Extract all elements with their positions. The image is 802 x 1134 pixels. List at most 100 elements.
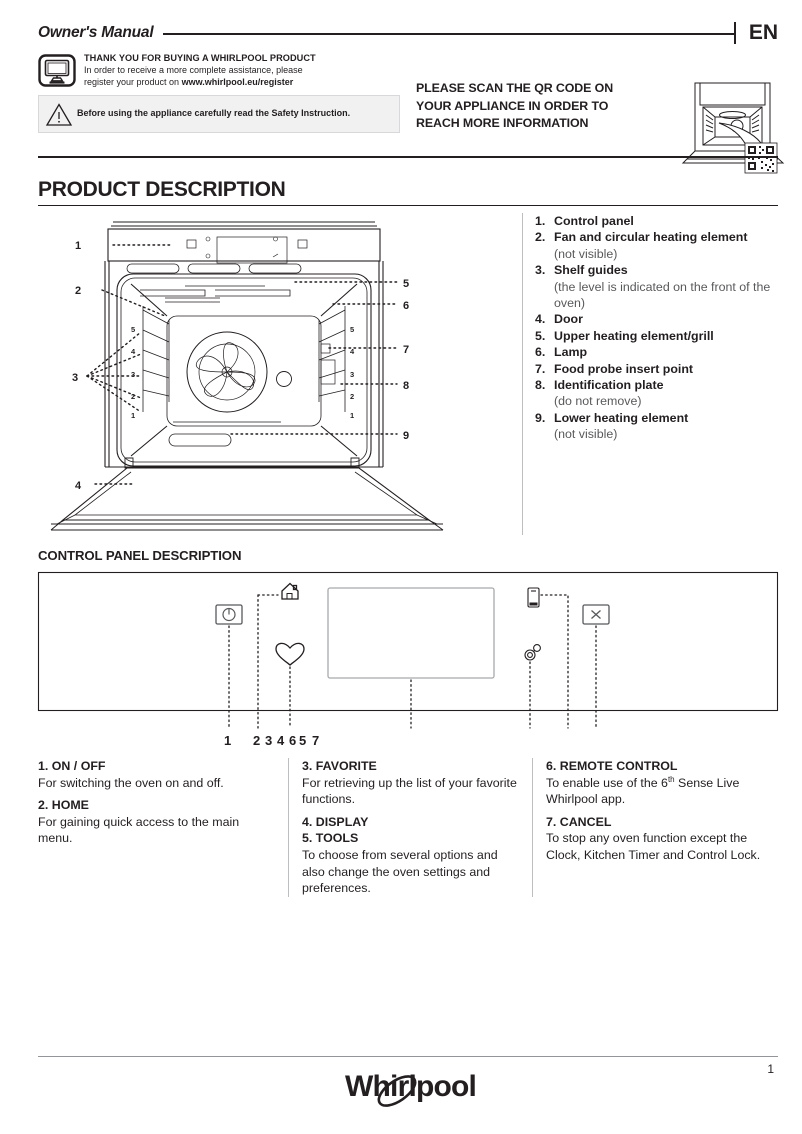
cp-callout-2: 2 [253,733,260,748]
safety-notice-box: Before using the appliance carefully rea… [38,95,400,134]
control-panel-descriptions: 1. ON / OFF For switching the oven on an… [38,758,778,897]
thank-you-text: THANK YOU FOR BUYING A WHIRLPOOL PRODUCT… [84,52,316,88]
cp-callout-7: 7 [312,733,319,748]
description-column-1: 1. ON / OFF For switching the oven on an… [38,758,288,897]
whirlpool-logo: Whirlpool [345,1066,480,1110]
part-label: Food probe insert point [554,361,694,376]
qr-instruction-line-1: PLEASE SCAN THE QR CODE ON [416,81,614,95]
desc-body-tools: To choose from several options and also … [302,847,498,896]
part-number: 7. [535,361,546,376]
cp-callout-4: 4 [277,733,285,748]
desc-body-favorite: For retrieving up the list of your favor… [302,775,517,807]
part-number: 3. [535,263,546,278]
display-screen [327,587,495,679]
control-panel-section-title: CONTROL PANEL DESCRIPTION [38,548,242,563]
shelf-level-right-1: 1 [350,411,354,420]
desc-body-cancel: To stop any oven function except the Clo… [546,831,761,862]
callout-7: 7 [403,344,409,356]
thank-you-line-1: In order to receive a more complete assi… [84,65,303,75]
desc-head-display: 4. DISPLAY [302,814,369,829]
part-sublabel: (do not remove) [554,394,642,409]
shelf-level-right-3: 3 [350,370,354,379]
register-url[interactable]: www.whirlpool.eu/register [181,76,294,87]
part-label: Lower heating element [554,410,689,425]
desc-head-cancel: 7. CANCEL [546,814,612,829]
part-label: Upper heating element/grill [554,328,714,343]
qr-instruction-text: PLEASE SCAN THE QR CODE ON YOUR APPLIANC… [416,80,656,133]
control-panel-diagram: 1 2 3 4 6 5 7 [37,571,779,748]
part-number: 8. [535,378,546,393]
page-number: 1 [767,1062,774,1076]
shelf-level-left-4: 4 [131,347,136,356]
control-panel-outline [37,571,779,712]
part-number: 5. [535,328,546,343]
shelf-level-right-4: 4 [350,347,355,356]
oven-diagram: 1 2 3 4 5 6 7 8 9 5 4 3 2 1 5 4 3 2 [45,212,505,542]
callout-3: 3 [72,372,78,384]
document-type-title: Owner's Manual [38,24,154,41]
remote-body-sup: th [667,774,675,784]
footer-divider [38,1056,778,1057]
part-number: 9. [535,410,546,425]
header-divider-tick [733,22,736,44]
desc-body-on-off: For switching the oven on and off. [38,775,224,790]
description-column-3: 6. REMOTE CONTROL To enable use of the 6… [532,758,778,897]
shelf-level-left-5: 5 [131,325,135,334]
part-label: Shelf guides [554,263,628,278]
part-label: Control panel [554,214,634,228]
callout-5: 5 [403,278,409,290]
qr-instruction-line-3: REACH MORE INFORMATION [416,116,589,130]
list-item: 6. Lamp [535,344,778,360]
part-label: Lamp [554,345,588,360]
shelf-level-right-2: 2 [350,392,354,401]
part-label: Identification plate [554,378,664,393]
header-bottom-divider [38,156,778,158]
header-top-row: Owner's Manual EN [38,22,778,44]
cp-callout-6: 6 [289,733,296,748]
part-sublabel: (the level is indicated on the front of … [554,279,771,311]
desc-body-remote-control: To enable use of the 6th Sense Live Whir… [546,775,764,808]
shelf-level-left-1: 1 [131,411,135,420]
callout-6: 6 [403,300,409,312]
safety-notice-text: Before using the appliance carefully rea… [77,108,351,119]
thank-you-block: THANK YOU FOR BUYING A WHIRLPOOL PRODUCT… [38,52,400,134]
tools-icon [524,644,541,661]
list-item: 3. Shelf guides(the level is indicated o… [535,262,778,311]
heart-icon [275,642,305,666]
part-sublabel: (not visible) [554,246,618,261]
list-item: 2. Fan and circular heating element(not … [535,229,778,262]
warning-triangle-icon [45,102,73,127]
page-title: PRODUCT DESCRIPTION [38,178,286,201]
shelf-level-left-2: 2 [131,392,135,401]
callout-1: 1 [75,240,81,252]
list-item: 5. Upper heating element/grill [535,328,778,344]
desc-head-home: 2. HOME [38,798,89,813]
desc-head-favorite: 3. FAVORITE [302,759,377,773]
thank-you-line-2: register your product on www.whirlpool.e… [84,77,316,89]
list-item: 9. Lower heating element (not visible) [535,410,778,443]
callout-4: 4 [75,480,82,492]
remote-body-pre: To enable use of the 6 [546,775,668,790]
monitor-icon [38,54,76,87]
list-item: 1. Control panel [535,213,778,229]
smartphone-icon [527,587,540,608]
list-item: 4. Door [535,311,778,327]
desc-head-tools: 5. TOOLS [302,831,359,846]
callout-2: 2 [75,285,81,297]
cp-callout-5: 5 [299,733,306,748]
page-header: Owner's Manual EN [38,22,785,174]
close-x-icon [582,604,610,625]
power-icon [215,604,243,625]
cp-callout-3: 3 [265,733,272,748]
thank-you-title: THANK YOU FOR BUYING A WHIRLPOOL PRODUCT [84,53,316,63]
shelf-level-left-3: 3 [131,370,135,379]
part-sublabel: (not visible) [554,427,618,442]
callout-9: 9 [403,430,409,442]
desc-head-remote-control: 6. REMOTE CONTROL [546,759,678,773]
section-title-divider [38,205,778,206]
language-code: EN [748,21,778,44]
home-icon [281,582,299,600]
description-column-2: 3. FAVORITE For retrieving up the list o… [288,758,532,897]
part-label: Door [554,312,583,327]
